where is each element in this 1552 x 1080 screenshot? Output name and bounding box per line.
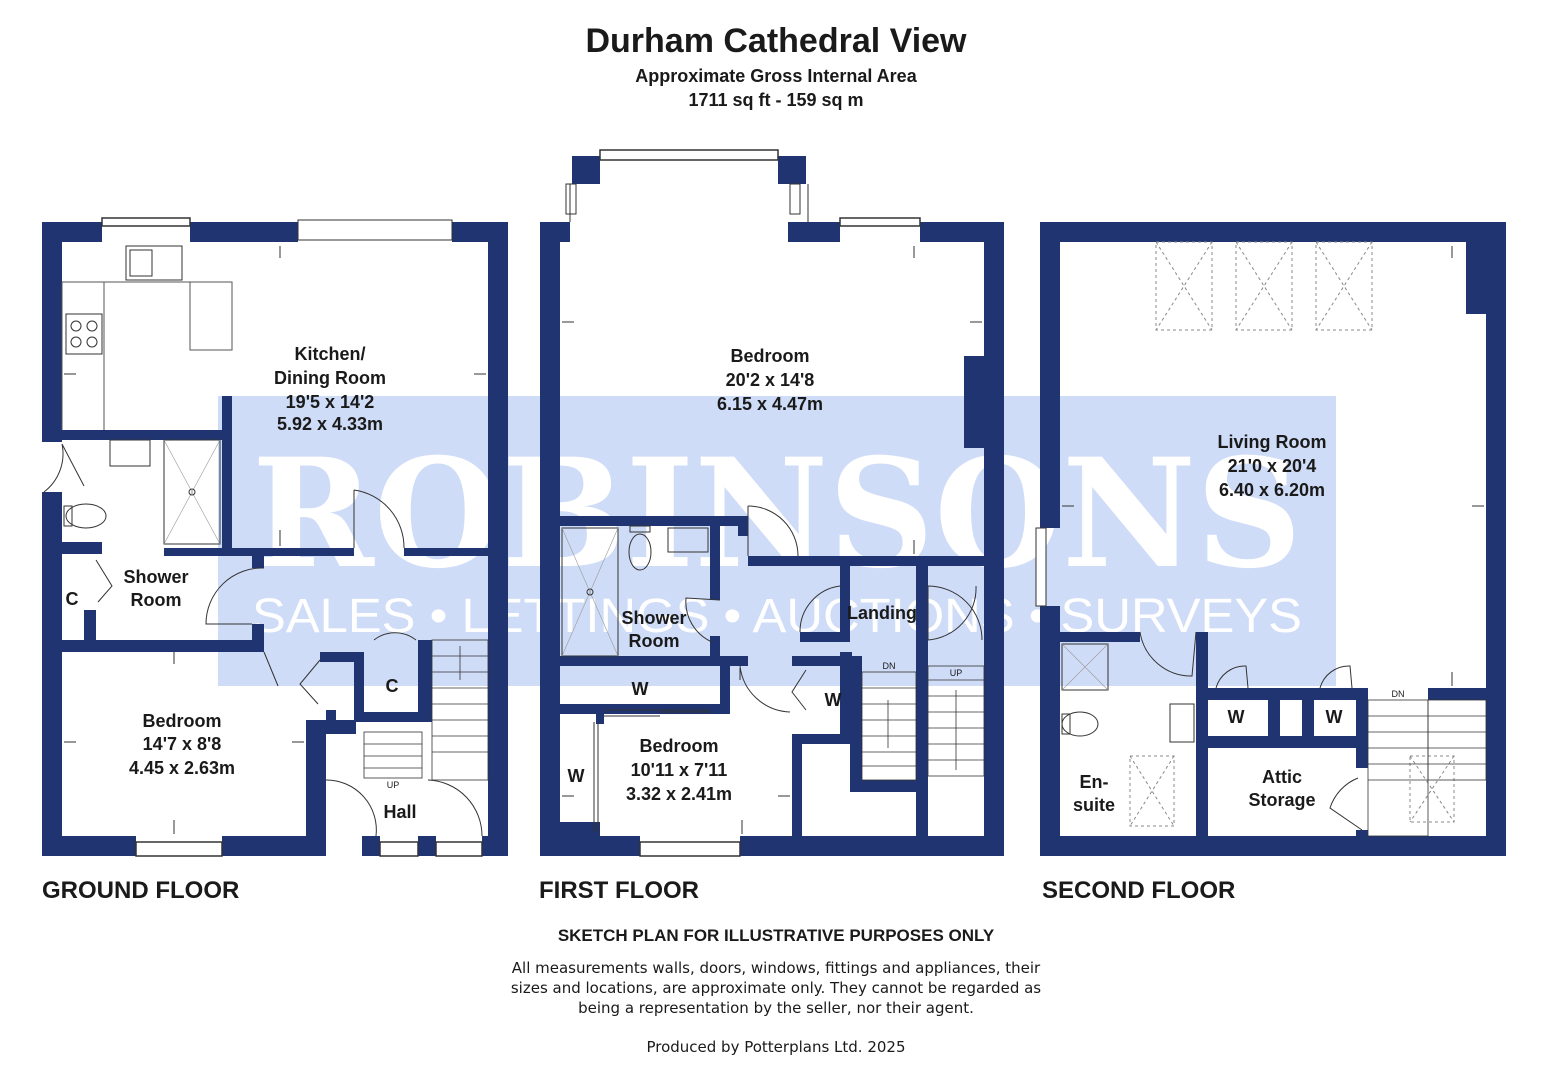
- disclaimer-line: All measurements walls, doors, windows, …: [511, 959, 1041, 977]
- first-room-labels: Bedroom 20'2 x 14'8 6.15 x 4.47m Shower …: [568, 346, 963, 804]
- first-wardrobe-label-c: W: [568, 766, 585, 786]
- first-bedroom-dim-metric: 6.15 x 4.47m: [717, 394, 823, 414]
- attic-label-2: Storage: [1248, 790, 1315, 810]
- second-floor-plan: [1035, 222, 1506, 856]
- first-wardrobe-label-b: W: [825, 690, 842, 710]
- hall-label: Hall: [383, 802, 416, 822]
- ground-outer-walls: [42, 222, 508, 856]
- second-bedroom-dim-imperial: 10'11 x 7'11: [631, 760, 728, 780]
- ground-bedroom-label: Bedroom: [142, 711, 221, 731]
- ground-shower-label-2: Room: [131, 590, 182, 610]
- second-wardrobe-label-a: W: [1228, 707, 1245, 727]
- first-shower-label-2: Room: [629, 631, 680, 651]
- first-outer-walls: [540, 156, 1004, 856]
- ground-floor-label: GROUND FLOOR: [42, 877, 240, 904]
- disclaimer-text: All measurements walls, doors, windows, …: [480, 958, 1072, 1018]
- area-caption: Approximate Gross Internal Area: [635, 66, 917, 86]
- area-value: 1711 sq ft - 159 sq m: [688, 90, 864, 110]
- watermark-brand: ROBINSONS: [252, 426, 1302, 602]
- watermark: ROBINSONS SALES • LETTINGS • AUCTIONS • …: [218, 396, 1336, 686]
- second-wardrobe-label-b: W: [1326, 707, 1343, 727]
- disclaimer-line: sizes and locations, are approximate onl…: [510, 979, 1042, 997]
- ensuite-label: En-: [1080, 772, 1109, 792]
- first-up-label: UP: [950, 668, 963, 678]
- page-title: Durham Cathedral View: [585, 22, 967, 60]
- living-dim-imperial: 21'0 x 20'4: [1228, 456, 1317, 476]
- watermark-tagline: SALES • LETTINGS • AUCTIONS • SURVEYS: [252, 590, 1302, 643]
- second-floor-label: SECOND FLOOR: [1042, 877, 1236, 904]
- second-outer-walls: [1040, 222, 1506, 856]
- living-label: Living Room: [1218, 432, 1327, 452]
- first-shower-label: Shower: [621, 608, 686, 628]
- second-dn-label: DN: [1392, 689, 1405, 699]
- ground-shower-label: Shower: [123, 567, 188, 587]
- first-dn-label: DN: [883, 661, 896, 671]
- producer-credit: Produced by Potterplans Ltd. 2025: [646, 1038, 906, 1056]
- ground-bedroom-dim-imperial: 14'7 x 8'8: [143, 734, 222, 754]
- landing-label: Landing: [847, 603, 917, 623]
- ground-room-labels: Kitchen/ Dining Room 19'5 x 14'2 5.92 x …: [66, 344, 417, 822]
- kitchen-label: Kitchen/: [294, 344, 365, 364]
- attic-label: Attic: [1262, 767, 1302, 787]
- kitchen-dim-metric: 5.92 x 4.33m: [277, 414, 383, 434]
- disclaimer-heading: SKETCH PLAN FOR ILLUSTRATIVE PURPOSES ON…: [557, 926, 995, 945]
- kitchen-dim-imperial: 19'5 x 14'2: [286, 392, 375, 412]
- first-floor-plan: [540, 149, 1004, 857]
- living-dim-metric: 6.40 x 6.20m: [1219, 480, 1325, 500]
- first-bedroom-dim-imperial: 20'2 x 14'8: [726, 370, 815, 390]
- first-bedroom-label: Bedroom: [730, 346, 809, 366]
- first-wardrobe-label-a: W: [632, 679, 649, 699]
- first-floor-label: FIRST FLOOR: [539, 877, 699, 904]
- ground-bedroom-dim-metric: 4.45 x 2.63m: [129, 758, 235, 778]
- kitchen-label-2: Dining Room: [274, 368, 386, 388]
- watermark-band: [218, 396, 1336, 686]
- cupboard-label-a: C: [66, 589, 79, 609]
- ground-up-label: UP: [387, 780, 400, 790]
- ensuite-label-2: suite: [1073, 795, 1115, 815]
- cupboard-label-b: C: [386, 676, 399, 696]
- ground-floor-plan: [42, 217, 508, 857]
- disclaimer-line: being a representation by the seller, no…: [578, 999, 974, 1017]
- second-room-labels: Living Room 21'0 x 20'4 6.40 x 6.20m En-…: [1073, 432, 1405, 815]
- second-bedroom-label: Bedroom: [639, 736, 718, 756]
- second-bedroom-dim-metric: 3.32 x 2.41m: [626, 784, 732, 804]
